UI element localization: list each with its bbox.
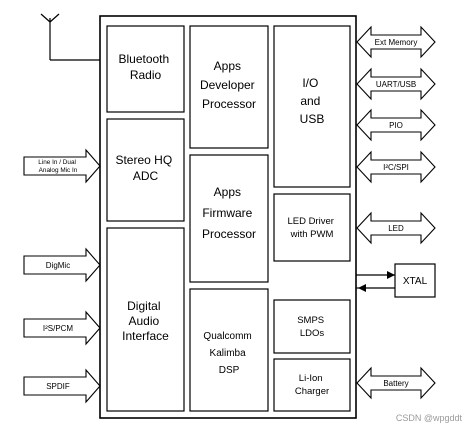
pio-arrow (356, 108, 436, 142)
uart-usb-arrow (356, 67, 436, 101)
smps-ldo-label: SMPS LDOs (297, 315, 327, 339)
watermark: CSDN @wpgddt (396, 413, 463, 423)
battery-arrow (356, 366, 436, 400)
led-arrow (356, 211, 436, 245)
battery-label: Battery (383, 379, 408, 388)
i2c-spi-label: I²C/SPI (383, 163, 409, 172)
charger-block (273, 358, 351, 412)
ext-memory-label: Ext Memory (375, 38, 418, 47)
spdif-arrow (23, 368, 101, 404)
kalimba-dsp-block (189, 288, 269, 412)
digmic-label: DigMic (46, 261, 70, 270)
led-driver-label: LED Driver with PWM (287, 216, 336, 240)
xtal-block (394, 263, 436, 298)
line-in-arrow (23, 148, 101, 184)
antenna-icon (40, 13, 106, 61)
charger-label: Li-Ion Charger (295, 373, 329, 397)
io-usb-block (273, 25, 351, 188)
apps-developer-processor-label: Apps Developer Processor (200, 59, 258, 111)
digital-audio-interface-label: Digital Audio Interface (122, 299, 169, 343)
xtal-connector (356, 271, 395, 292)
pio-label: PIO (389, 121, 403, 130)
stereo-adc-label: Stereo HQ ADC (115, 153, 175, 183)
apps-developer-processor-block (189, 25, 269, 149)
led-label: LED (388, 224, 404, 233)
bluetooth-radio-block (106, 25, 185, 113)
io-usb-label: I/O and USB (300, 76, 325, 126)
smps-ldo-block (273, 299, 351, 354)
apps-firmware-processor-label: Apps Firmware Processor (202, 185, 256, 241)
apps-firmware-processor-block (189, 154, 269, 283)
ext-memory-arrow (356, 25, 436, 59)
line-in-label: Line In / Dual Analog Mic In (38, 159, 78, 174)
bluetooth-radio-label: Bluetooth Radio (118, 52, 172, 82)
i2c-spi-arrow (356, 150, 436, 184)
digital-audio-interface-block (106, 227, 185, 412)
digmic-arrow (23, 247, 101, 283)
xtal-label: XTAL (403, 276, 428, 287)
kalimba-dsp-label: Qualcomm Kalimba DSP (203, 331, 254, 376)
i2s-pcm-arrow (23, 310, 101, 346)
uart-usb-label: UART/USB (376, 80, 416, 89)
i2s-pcm-label: I²S/PCM (43, 324, 74, 333)
led-driver-block (273, 193, 351, 262)
stereo-adc-block (106, 118, 185, 222)
spdif-label: SPDIF (46, 382, 70, 391)
